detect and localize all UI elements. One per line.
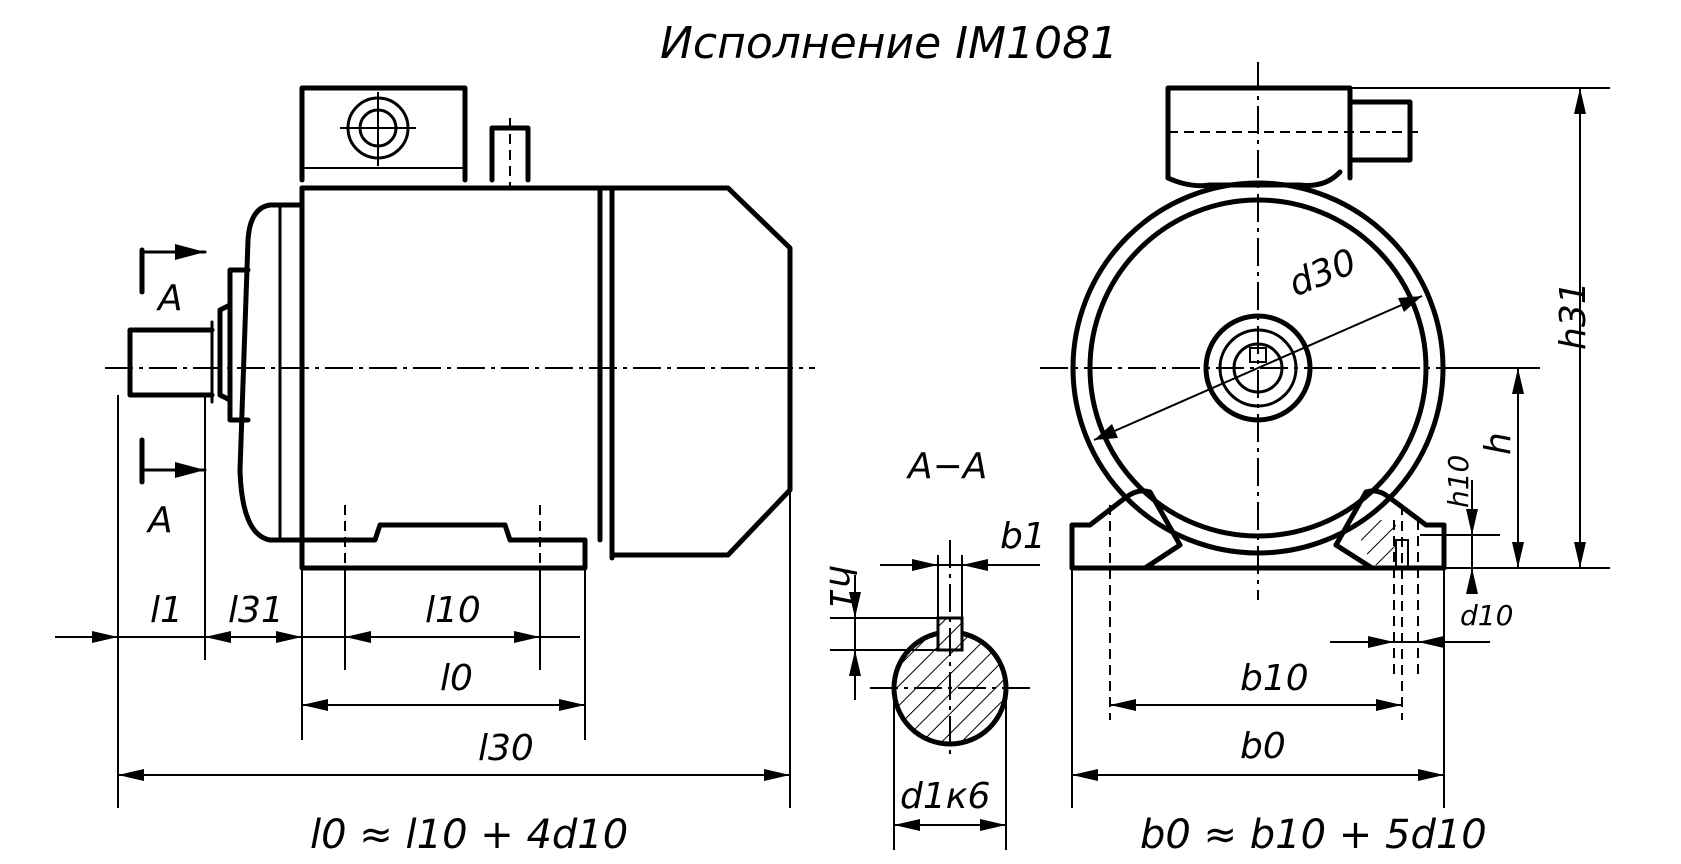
dim-b1: b1 xyxy=(1000,516,1046,557)
terminal-box xyxy=(299,85,468,183)
dimension-b10: b10 xyxy=(1110,658,1402,711)
dimension-l0: l0 xyxy=(302,658,585,711)
svg-text:A: A xyxy=(146,500,173,541)
section-mark-bottom: A xyxy=(139,437,207,541)
dimension-h31: h31 xyxy=(1350,87,1610,569)
formula-width: b0 ≈ b10 + 5d10 xyxy=(1140,812,1487,858)
side-view: A A l1 l31 l10 xyxy=(55,85,815,858)
dim-l1: l1 xyxy=(150,590,183,631)
dimension-d10: d10 xyxy=(1330,599,1513,648)
side-extension-lines xyxy=(117,395,791,808)
front-view: d30 h31 xyxy=(1040,62,1610,858)
dim-l0: l0 xyxy=(440,658,473,699)
shaft xyxy=(127,320,215,404)
section-mark-top: A xyxy=(139,244,207,319)
dim-h10: h10 xyxy=(1442,455,1475,508)
dim-d10: d10 xyxy=(1460,599,1513,632)
cable-gland xyxy=(489,118,531,190)
dim-h1: h1 xyxy=(821,565,862,611)
dimension-l30: l30 xyxy=(118,728,790,781)
fan-cover xyxy=(609,185,793,558)
svg-text:A: A xyxy=(156,278,183,319)
dim-h31: h31 xyxy=(1553,281,1594,350)
drawing-title: Исполнение IM1081 xyxy=(660,18,1118,69)
dimension-h: h xyxy=(1440,367,1540,568)
dimension-b0: b0 xyxy=(1071,568,1445,808)
section-a-a: A−A b1 h1 xyxy=(821,446,1046,850)
dim-d30: d30 xyxy=(1283,241,1362,305)
dim-d1: d1к6 xyxy=(900,776,990,817)
dim-l31: l31 xyxy=(228,590,284,631)
dimension-h1: h1 xyxy=(821,565,938,700)
dim-l10: l10 xyxy=(425,590,481,631)
formula-length: l0 ≈ l10 + 4d10 xyxy=(310,812,628,858)
dimension-b1: b1 xyxy=(880,516,1046,618)
dim-l30: l30 xyxy=(478,728,534,769)
front-bearing-shield xyxy=(217,202,305,543)
front-feet xyxy=(1069,488,1447,720)
dimension-d1: d1к6 xyxy=(893,700,1007,850)
dimension-h10: h10 xyxy=(1420,455,1500,594)
dim-b0: b0 xyxy=(1240,726,1286,767)
stator-body xyxy=(299,185,615,561)
front-terminal-box xyxy=(1165,85,1420,189)
dim-b10: b10 xyxy=(1240,658,1309,699)
dim-h: h xyxy=(1478,432,1519,455)
dimension-row-l1: l1 l31 l10 xyxy=(55,590,580,643)
section-title: A−A xyxy=(906,446,987,487)
side-feet xyxy=(299,505,588,575)
